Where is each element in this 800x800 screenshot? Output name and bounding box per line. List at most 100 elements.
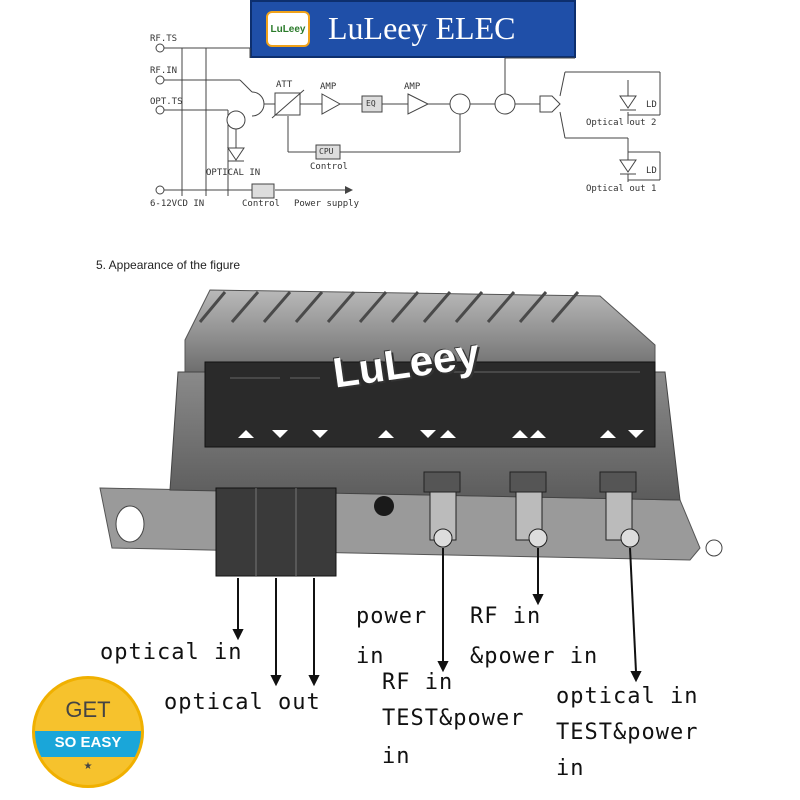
fin xyxy=(422,291,452,323)
fin xyxy=(326,291,356,323)
label-cpu: CPU xyxy=(319,147,334,156)
brand-logo: LuLeey xyxy=(266,11,310,47)
amplifier-icon xyxy=(321,93,342,115)
label-opt-test-line2: TEST&power xyxy=(556,720,699,745)
fin xyxy=(550,291,580,323)
label-amp-2: AMP xyxy=(404,82,421,92)
badge-get-text: GET xyxy=(65,697,111,722)
opt-test-port-icon xyxy=(620,528,640,548)
label-optical-out-1: Optical out 1 xyxy=(586,184,657,194)
label-opt-test-line1: optical in xyxy=(556,684,699,709)
arrow-down-icon xyxy=(272,430,288,438)
arrow-up-icon xyxy=(530,430,546,438)
splitter-icon xyxy=(539,95,561,113)
fin xyxy=(486,291,516,323)
arrow-up-icon xyxy=(378,430,394,438)
fin xyxy=(294,291,324,323)
arrow-up-icon xyxy=(440,430,456,438)
arrow-up-icon xyxy=(512,430,528,438)
label-rf-power-line2: &power in xyxy=(470,644,599,669)
arrow-down-icon xyxy=(420,430,436,438)
fin xyxy=(262,291,292,323)
brand-logo-text: LuLeey xyxy=(270,23,306,35)
opt-test-connector-nut xyxy=(599,471,637,493)
callout-arrows xyxy=(232,547,642,687)
label-optical-out: optical out xyxy=(164,690,321,715)
laser-diode-icon xyxy=(619,95,637,109)
label-power-supply: Power supply xyxy=(294,199,360,209)
mounting-hole-icon xyxy=(115,505,145,543)
rf-in-line xyxy=(239,79,253,93)
label-rf-test-line3: in xyxy=(382,744,411,769)
amplifier-icon xyxy=(407,93,430,115)
arrow-down-icon xyxy=(270,675,282,687)
power-control-icon xyxy=(251,183,275,199)
arrow-right-icon xyxy=(345,186,353,194)
label-ld-2: LD xyxy=(646,100,657,110)
section-heading: 5. Appearance of the figure xyxy=(96,258,241,272)
mounting-hole-icon xyxy=(705,539,723,557)
block-diagram xyxy=(155,43,661,199)
label-rf-test-line2: TEST&power xyxy=(382,706,525,731)
rf-ts-port-icon xyxy=(155,43,165,53)
label-power-in: 6-12VCD IN xyxy=(150,199,205,209)
label-cpu-control: Control xyxy=(310,162,348,172)
label-optical-in: OPTICAL IN xyxy=(206,168,261,178)
optical-receiver-icon xyxy=(226,110,246,130)
get-so-easy-badge: GET SO EASY ★ xyxy=(32,676,144,788)
fin xyxy=(390,291,420,323)
laser-diode-icon xyxy=(619,159,637,173)
label-optical-out-2: Optical out 2 xyxy=(586,118,657,128)
label-opt-test-line3: in xyxy=(556,756,585,781)
label-att: ATT xyxy=(276,80,293,90)
fin xyxy=(454,291,484,323)
label-eq: EQ xyxy=(366,99,376,108)
split-line xyxy=(559,71,566,97)
label-power-line1: power xyxy=(356,604,428,629)
label-ld-1: LD xyxy=(646,166,657,176)
label-amp-1: AMP xyxy=(320,82,337,92)
optical-connector-block xyxy=(215,487,337,577)
label-rf-ts: RF.TS xyxy=(150,34,178,44)
heatsink-fins xyxy=(198,291,580,323)
port-markers xyxy=(238,430,644,438)
power-port-icon xyxy=(374,496,394,516)
combiner-icon xyxy=(251,91,265,117)
arrow-down-icon xyxy=(630,671,642,683)
arrow-down-icon xyxy=(437,661,449,673)
badge-so-easy-text: SO EASY xyxy=(54,734,122,751)
arrow-down-icon xyxy=(232,629,244,641)
arrow-down-icon xyxy=(308,675,320,687)
label-optical-in: optical in xyxy=(100,640,243,665)
label-rf-power-line1: RF in xyxy=(470,604,542,629)
callout-line-opt-test xyxy=(629,547,637,673)
fin xyxy=(198,291,227,323)
rf-in-port-icon xyxy=(155,75,165,85)
brand-banner: LuLeey LuLeey ELEC xyxy=(250,0,576,58)
rf-in-connector-nut xyxy=(509,471,547,493)
fin xyxy=(358,291,388,323)
arrow-up-icon xyxy=(600,430,616,438)
opt-ts-port-icon xyxy=(155,105,165,115)
fin xyxy=(518,291,548,323)
arrow-up-icon xyxy=(238,430,254,438)
rf-in-port-icon xyxy=(528,528,548,548)
power-port-icon xyxy=(155,185,165,195)
coupler-icon xyxy=(494,93,516,115)
split-line xyxy=(559,111,566,139)
rf-test-connector-nut xyxy=(423,471,461,493)
brand-title: LuLeey ELEC xyxy=(328,10,516,46)
attenuator-arrow xyxy=(271,89,305,119)
label-rf-test-line1: RF in xyxy=(382,670,454,695)
rf-test-port-icon xyxy=(433,528,453,548)
star-icon: ★ xyxy=(83,761,93,772)
badge-ribbon xyxy=(35,731,141,757)
fin xyxy=(230,291,260,323)
label-power-control: Control xyxy=(242,199,280,209)
coupler-icon xyxy=(449,93,471,115)
equalizer-icon xyxy=(361,95,383,113)
arrow-down-icon xyxy=(312,430,328,438)
arrow-down-icon xyxy=(532,594,544,606)
label-rf-in: RF.IN xyxy=(150,66,178,76)
